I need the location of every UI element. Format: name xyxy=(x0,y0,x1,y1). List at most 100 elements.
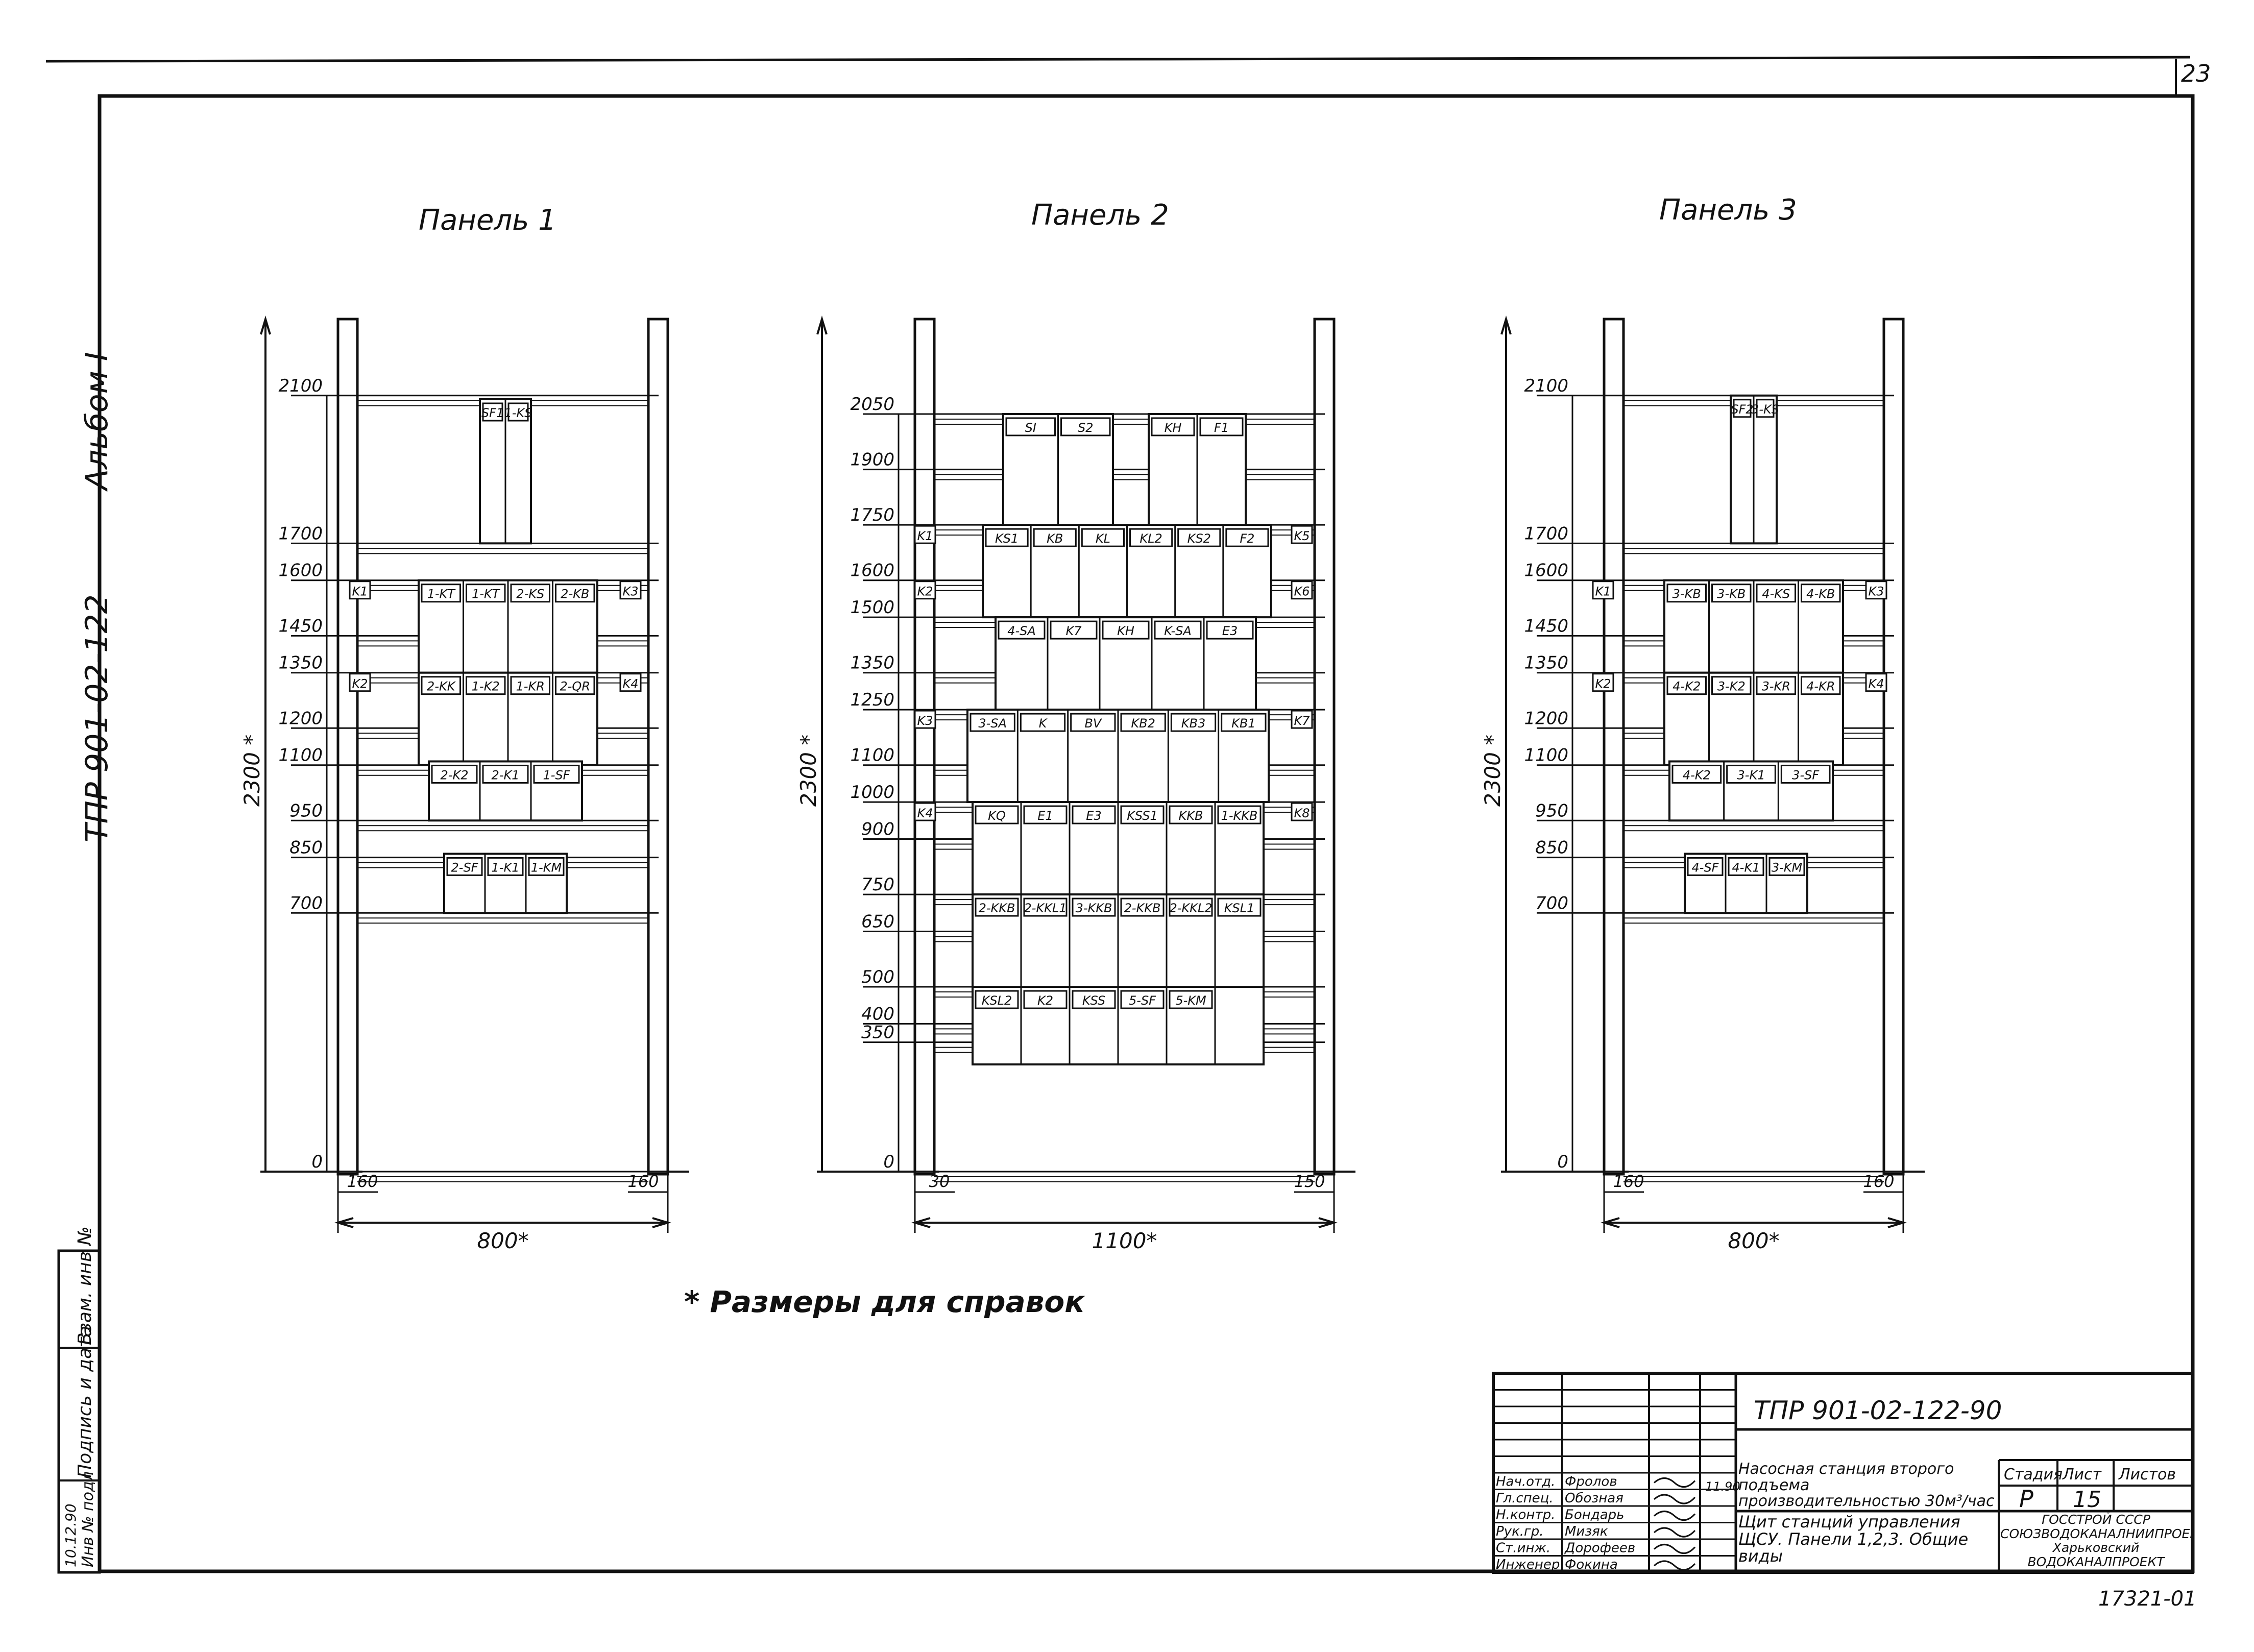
level-label: 500 xyxy=(861,967,894,987)
device-tag-box xyxy=(1768,857,1805,876)
device-tag: 2-KKB xyxy=(979,901,1015,915)
staff-role: Н.контр. xyxy=(1496,1508,1555,1523)
edge-left-label: 160 xyxy=(1613,1172,1644,1191)
dimension-arrow xyxy=(1318,1217,1338,1228)
signature xyxy=(1653,1494,1696,1504)
device-tag: 1-KKB xyxy=(1221,809,1258,823)
edge-right-label: 160 xyxy=(1863,1172,1894,1191)
footnote: * Размеры для справок xyxy=(684,1284,1085,1319)
device-tag-box xyxy=(487,857,524,876)
device-tag: 1-K1 xyxy=(492,860,520,874)
panel-height-label: 2300 * xyxy=(796,735,821,807)
device-tag-box xyxy=(1687,857,1724,876)
panel-post-right xyxy=(647,318,669,1176)
device-tag: BV xyxy=(1084,716,1102,731)
device-tag-box xyxy=(1120,805,1165,824)
device-tag-box xyxy=(1801,676,1841,695)
device-tag-box xyxy=(1756,399,1775,418)
level-label: 350 xyxy=(861,1023,894,1043)
side-tag-box xyxy=(1291,802,1313,821)
device-tag: KKB xyxy=(1179,809,1203,823)
side-tag-box xyxy=(914,525,936,544)
level-label: 1900 xyxy=(850,450,894,470)
device-tag: 4-K1 xyxy=(1732,860,1760,874)
level-label: 1250 xyxy=(850,690,894,710)
side-tag: K3 xyxy=(622,585,638,599)
side-tag: K4 xyxy=(1868,677,1884,691)
album-label: Альбом I xyxy=(79,352,115,493)
dimension-arrow xyxy=(911,1217,931,1228)
level-label: 0 xyxy=(883,1152,894,1172)
device-tag-box xyxy=(975,897,1019,917)
device-tag: 3-KB xyxy=(1673,587,1701,601)
signature xyxy=(1653,1560,1696,1571)
signature xyxy=(1653,1477,1696,1488)
device-tag-box xyxy=(1033,528,1077,547)
device-tag: K7 xyxy=(1065,624,1082,638)
device-tag: K xyxy=(1039,716,1048,731)
dimension-arrow xyxy=(816,315,828,335)
device-tag: SF2 xyxy=(1731,402,1753,417)
device-tag-box xyxy=(482,764,529,784)
staff-role: Ст.инж. xyxy=(1496,1541,1550,1556)
side-tag-box xyxy=(1592,673,1614,692)
side-tag: K3 xyxy=(917,714,933,728)
staff-name: Бондарь xyxy=(1565,1508,1624,1523)
device-tag-box xyxy=(446,857,483,876)
device-tag: F1 xyxy=(1214,421,1229,435)
device-tag: 1-K2 xyxy=(472,679,500,694)
staff-name: Дорофеев xyxy=(1564,1541,1635,1556)
staff-name: Фокина xyxy=(1565,1557,1618,1572)
title-block: Нач.отд.ФроловГл.спец.ОбознаяН.контр.Бон… xyxy=(1492,1372,2194,1574)
panel-width-label: 1100* xyxy=(1092,1228,1157,1253)
device-tag: KL2 xyxy=(1140,531,1162,546)
device-tag: KL xyxy=(1096,531,1110,546)
device-tag: 2-KS xyxy=(516,587,544,601)
device-tag-box xyxy=(1120,713,1166,732)
device-tag: 1-SF xyxy=(543,768,571,782)
panel-3-view: 2300 *2100170016001450135012001100950850… xyxy=(1480,315,1925,1253)
device-tag-box xyxy=(1801,584,1841,603)
sheet-number: 15 xyxy=(2073,1487,2101,1513)
device-tag: 1-KS xyxy=(504,406,532,420)
device-tag-box xyxy=(1199,417,1244,436)
side-tag: K5 xyxy=(1294,529,1310,543)
staff-role: Рук.гр. xyxy=(1496,1524,1543,1539)
device-tag: K2 xyxy=(1037,993,1053,1008)
device-tag: F2 xyxy=(1240,531,1254,546)
panel-2-title: Панель 2 xyxy=(1031,199,1169,232)
device-tag-box xyxy=(1756,676,1796,695)
edge-right-label: 160 xyxy=(627,1172,659,1191)
level-label: 1450 xyxy=(278,616,323,636)
panel-1-title: Панель 1 xyxy=(419,204,556,237)
side-tag: K2 xyxy=(917,585,933,599)
level-label: 400 xyxy=(861,1004,894,1024)
device-tag-box xyxy=(421,676,461,695)
strip-date: 10.12.90 xyxy=(62,1503,79,1567)
device-tag: 3-KS xyxy=(1751,402,1779,417)
device-tag-box xyxy=(1711,676,1752,695)
device-tag-box xyxy=(975,805,1019,824)
device-tag-box xyxy=(1070,713,1116,732)
sheet-header: Лист xyxy=(2062,1466,2102,1484)
panel-width-label: 800* xyxy=(1728,1228,1779,1253)
device-tag: E3 xyxy=(1222,624,1238,638)
device-tag: 4-KB xyxy=(1806,587,1835,601)
device-tag-box xyxy=(1206,620,1254,640)
level-label: 850 xyxy=(289,838,323,858)
device-tag: 5-SF xyxy=(1129,993,1156,1008)
device-tag-box xyxy=(998,620,1046,640)
org-name: ГОССТРОЙ СССР СОЮЗВОДОКАНАЛНИИПРОЕКТ Хар… xyxy=(2000,1513,2192,1569)
level-label: 1750 xyxy=(850,505,894,525)
device-tag-box xyxy=(1102,620,1150,640)
side-tag-box xyxy=(619,673,642,692)
left-strip xyxy=(57,1249,101,1574)
device-tag: 1-KT xyxy=(427,587,456,601)
level-label: 850 xyxy=(1535,838,1568,858)
staff-name: Фролов xyxy=(1565,1474,1617,1490)
level-label: 700 xyxy=(289,893,323,913)
panel-post-left xyxy=(913,318,936,1176)
panel-width-label: 800* xyxy=(477,1228,528,1253)
device-tag: 2-KB xyxy=(561,587,589,601)
device-tag: KB2 xyxy=(1131,716,1155,731)
